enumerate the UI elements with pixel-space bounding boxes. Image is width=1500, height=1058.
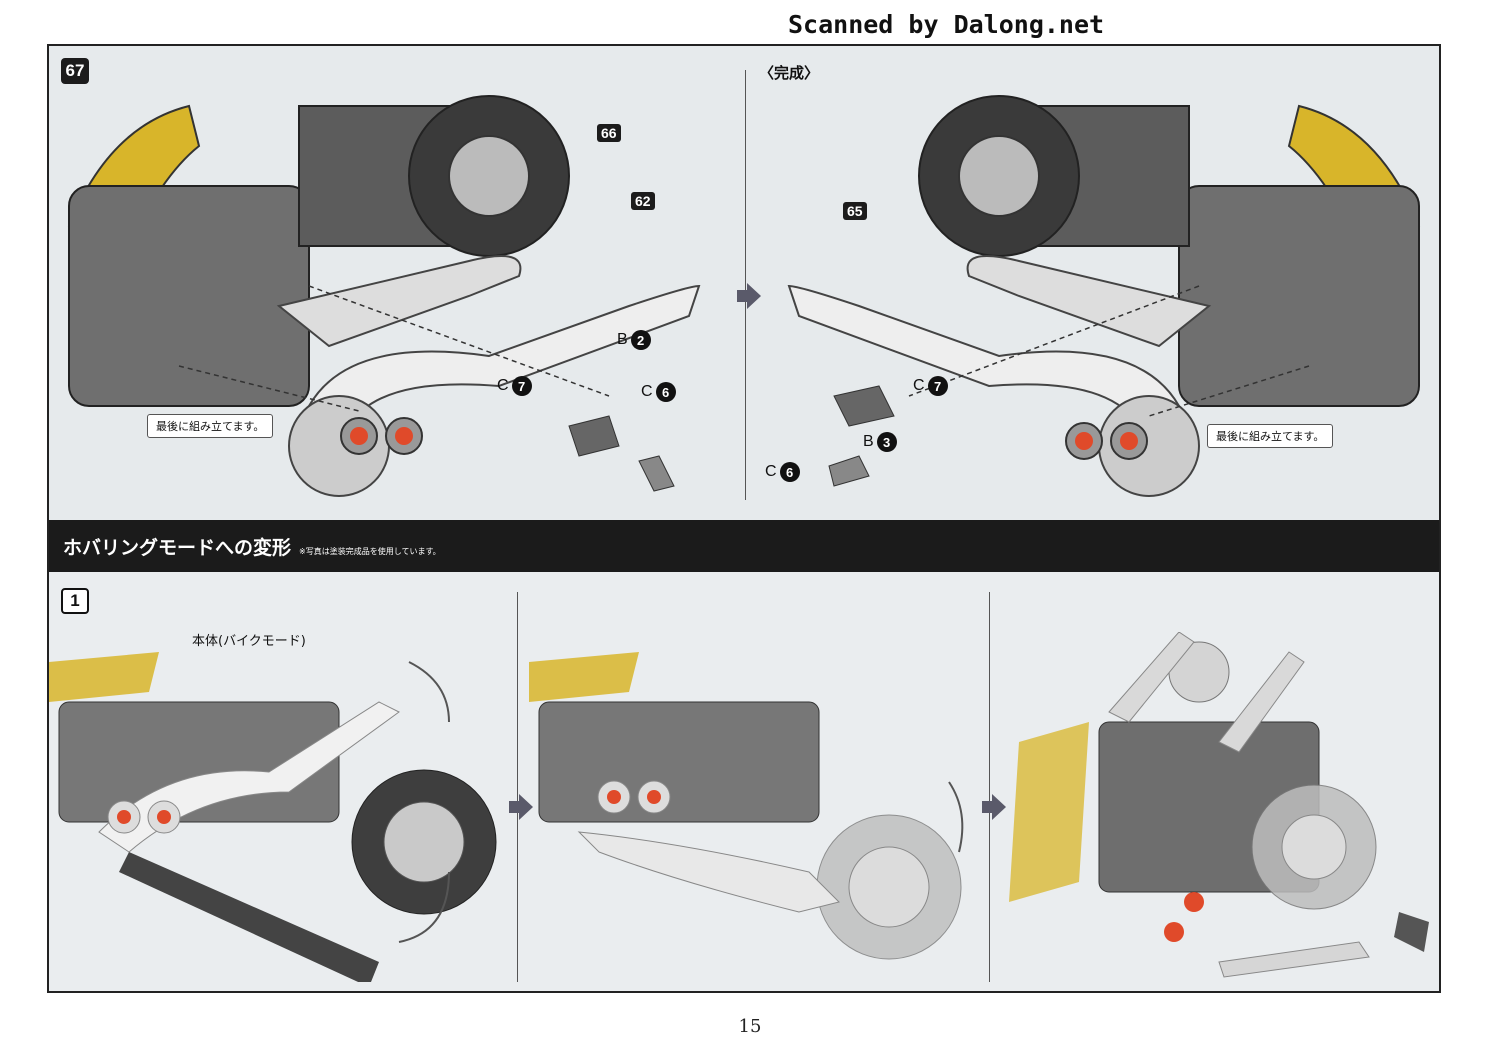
page-number: 15 (738, 1016, 762, 1037)
assemble-last-note-left: 最後に組み立てます。 (147, 414, 274, 438)
next-arrow-icon (509, 794, 533, 820)
section-header: ホバリングモードへの変形 ※写真は塗装完成品を使用しています。 (49, 520, 1439, 572)
next-arrow-icon (982, 794, 1006, 820)
exhaust-assembly-right-illustration (787, 95, 1421, 497)
assemble-last-note-right: 最後に組み立てます。 (1207, 424, 1334, 448)
exhaust-assembly-left-illustration (67, 95, 701, 497)
watermark: Scanned by Dalong.net (788, 10, 1105, 39)
step-number-67: 67 (61, 58, 89, 84)
step-67-panel: 67 〈完成〉 (49, 46, 1439, 520)
step-1-panel: 1 本体(バイクモード) (49, 572, 1439, 991)
section-note: ※写真は塗装完成品を使用しています。 (299, 547, 441, 556)
bike-mode-photo-1 (49, 652, 497, 982)
panel-divider (745, 70, 746, 500)
callout-part-65: 65 (843, 202, 867, 220)
callout-part-62: 62 (631, 192, 655, 210)
bike-mode-photo-2 (529, 652, 964, 960)
photo-divider-2 (989, 592, 990, 982)
body-bike-mode-label: 本体(バイクモード) (192, 634, 306, 649)
photo-divider-1 (517, 592, 518, 982)
callout-part-66: 66 (597, 124, 621, 142)
complete-label: 〈完成〉 (759, 64, 820, 82)
next-arrow-icon (737, 283, 761, 309)
step-number-1: 1 (61, 588, 89, 614)
section-title: ホバリングモードへの変形 (63, 537, 292, 559)
hover-mode-photo (1009, 632, 1429, 978)
instruction-frame: 67 〈完成〉 (47, 44, 1441, 993)
